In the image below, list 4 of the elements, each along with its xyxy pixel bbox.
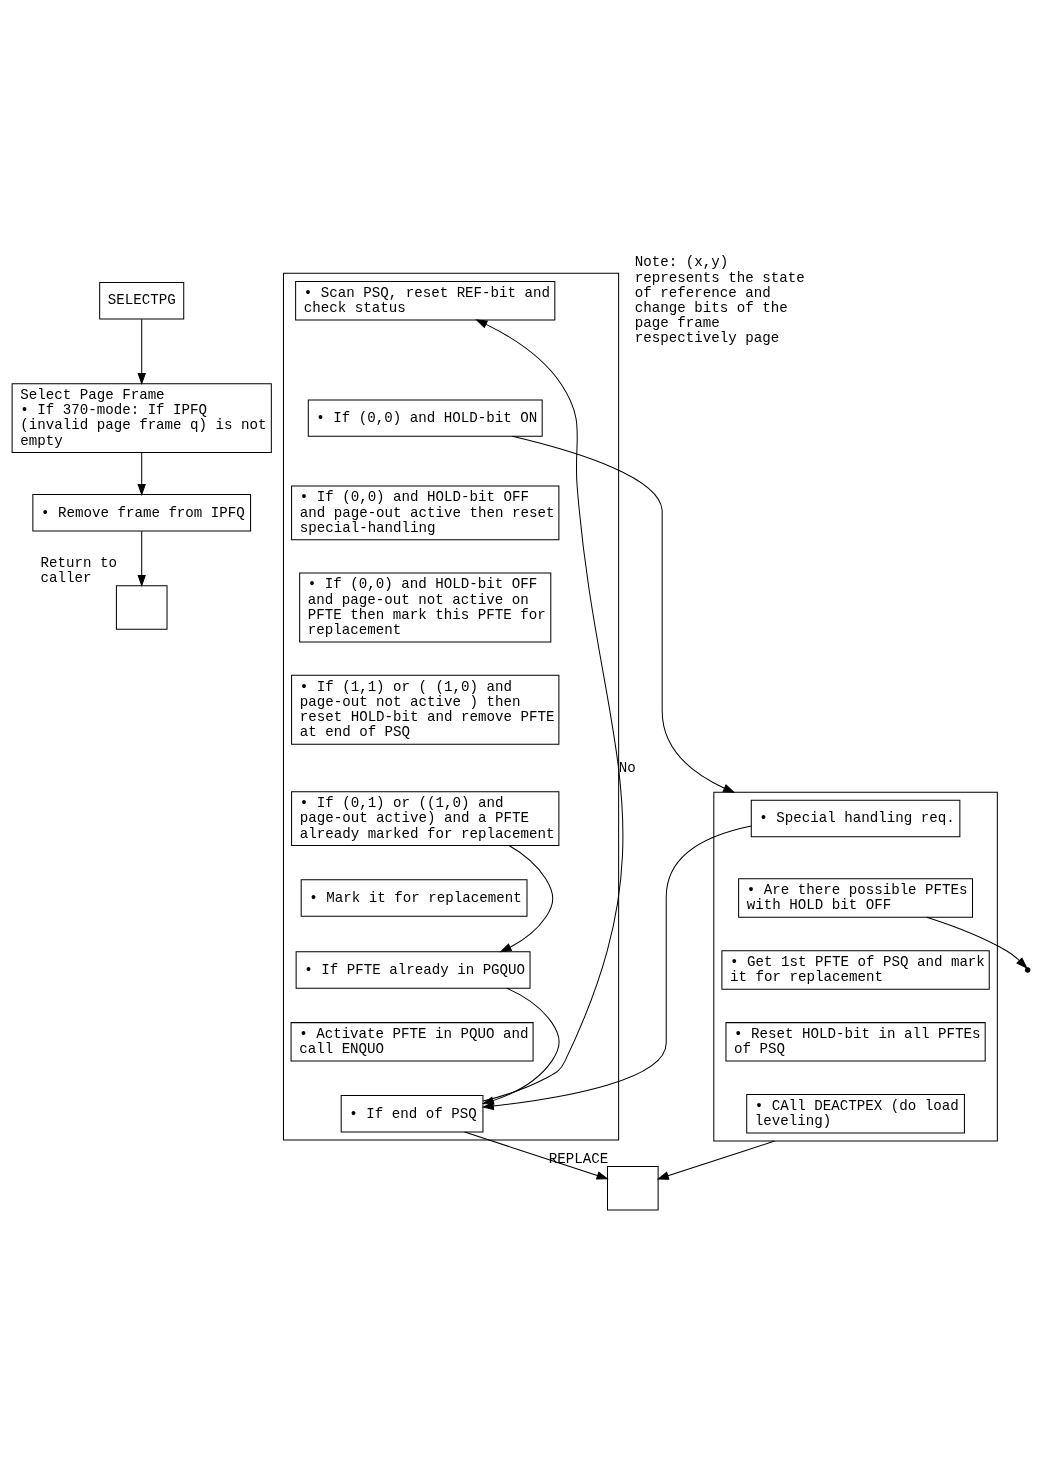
node-label: Return to caller [40, 554, 117, 586]
edge-label: No [618, 759, 636, 776]
node-label: REPLACE [548, 1150, 609, 1167]
label: Note: (x,y) represents the state of reference and change bits of the page frame respectively page [634, 253, 805, 346]
